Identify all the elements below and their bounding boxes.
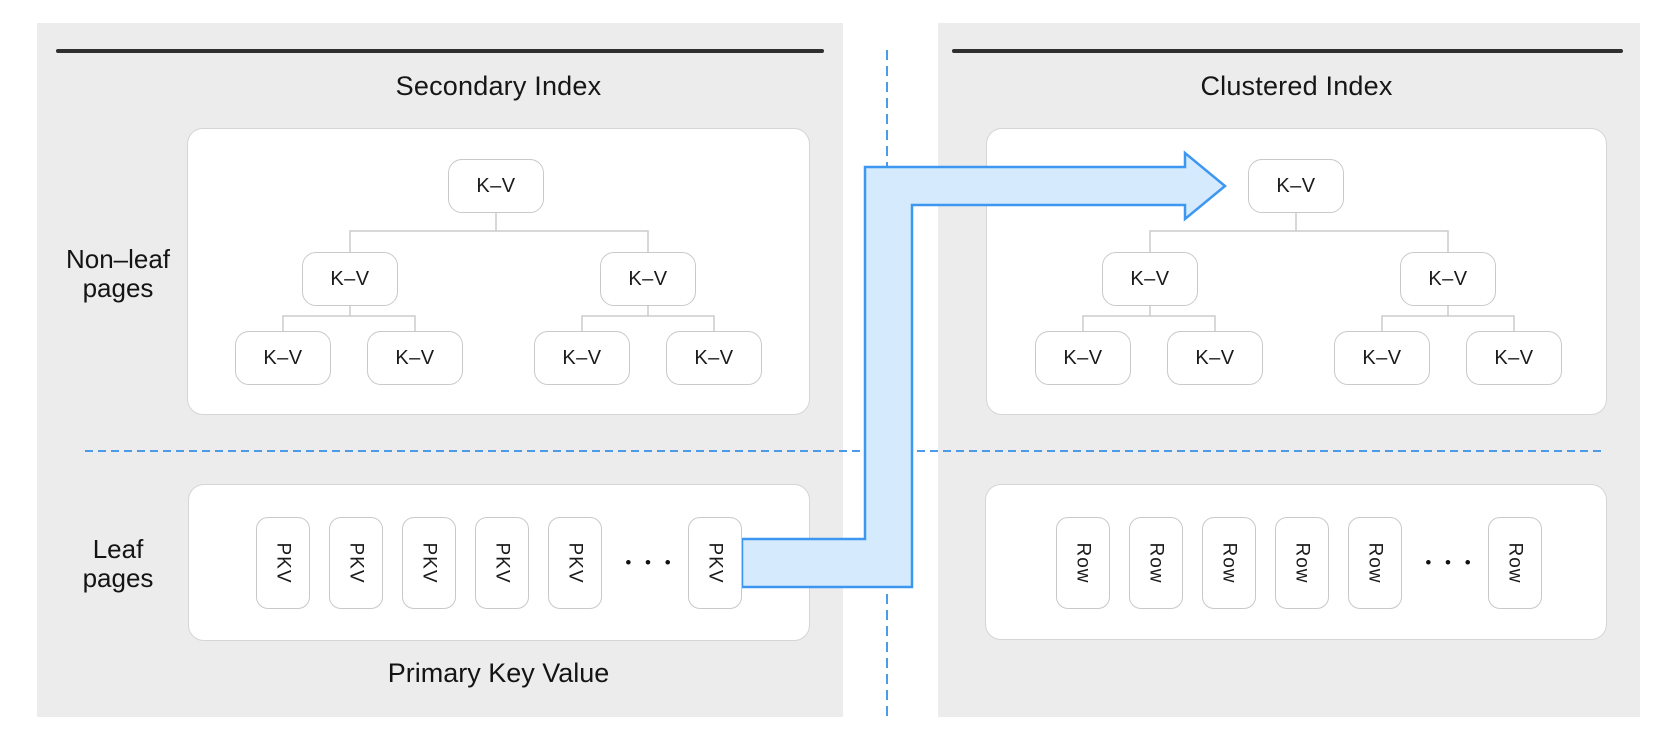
clustered-tree-level3-node: K–V xyxy=(1334,331,1430,385)
pkv-leaf-label: PKV xyxy=(492,542,513,584)
clustered-tree-level2-node: K–V xyxy=(1400,252,1496,306)
row-leaf-node: Row xyxy=(1275,517,1329,609)
secondary-tree-root-node: K–V xyxy=(448,159,544,213)
row-ellipsis: • • • xyxy=(1425,553,1471,572)
non-leaf-pages-label: Non–leaf pages xyxy=(33,245,203,303)
clustered-tree-level3-node: K–V xyxy=(1035,331,1131,385)
pkv-leaf-node-arrow-source: PKV xyxy=(688,517,742,609)
pkv-leaf-label: PKV xyxy=(419,542,440,584)
secondary-tree-level3-node: K–V xyxy=(235,331,331,385)
row-leaf-label: Row xyxy=(1291,542,1313,584)
primary-key-value-caption: Primary Key Value xyxy=(387,658,610,688)
clustered-tree-root-node: K–V xyxy=(1248,159,1344,213)
leaf-label-line1: Leaf xyxy=(92,534,144,564)
clustered-tree-level3-node: K–V xyxy=(1167,331,1263,385)
row-leaf-node: Row xyxy=(1202,517,1256,609)
clustered-tree-level3-node: K–V xyxy=(1466,331,1562,385)
row-leaf-label: Row xyxy=(1364,542,1386,584)
row-leaf-label: Row xyxy=(1145,542,1167,584)
clustered-index-top-rule xyxy=(952,49,1623,53)
clustered-index-title: Clustered Index xyxy=(1200,71,1393,101)
secondary-tree-level3-node: K–V xyxy=(367,331,463,385)
secondary-tree-level2-node: K–V xyxy=(302,252,398,306)
row-leaf-node: Row xyxy=(1056,517,1110,609)
leaf-pages-label: Leaf pages xyxy=(33,535,203,593)
row-leaf-label: Row xyxy=(1218,542,1240,584)
pkv-leaf-label: PKV xyxy=(346,542,367,584)
pkv-leaf-label: PKV xyxy=(705,542,726,584)
leaf-label-line2: pages xyxy=(82,563,154,593)
non-leaf-label-line2: pages xyxy=(82,273,154,303)
secondary-tree-level2-node: K–V xyxy=(600,252,696,306)
secondary-tree-level3-node: K–V xyxy=(534,331,630,385)
secondary-index-title: Secondary Index xyxy=(395,71,602,101)
row-leaf-node: Row xyxy=(1488,517,1542,609)
pkv-leaf-node: PKV xyxy=(402,517,456,609)
pkv-leaf-label: PKV xyxy=(565,542,586,584)
secondary-tree-level3-node: K–V xyxy=(666,331,762,385)
pkv-leaf-node: PKV xyxy=(256,517,310,609)
row-leaf-label: Row xyxy=(1504,542,1526,584)
pkv-ellipsis: • • • xyxy=(625,553,671,572)
pkv-leaf-node: PKV xyxy=(548,517,602,609)
pkv-leaf-node: PKV xyxy=(475,517,529,609)
pkv-leaf-node: PKV xyxy=(329,517,383,609)
row-leaf-node: Row xyxy=(1348,517,1402,609)
row-leaf-node: Row xyxy=(1129,517,1183,609)
secondary-index-top-rule xyxy=(56,49,824,53)
non-leaf-label-line1: Non–leaf xyxy=(65,244,171,274)
clustered-tree-level2-node: K–V xyxy=(1102,252,1198,306)
pkv-leaf-label: PKV xyxy=(273,542,294,584)
row-leaf-label: Row xyxy=(1072,542,1094,584)
